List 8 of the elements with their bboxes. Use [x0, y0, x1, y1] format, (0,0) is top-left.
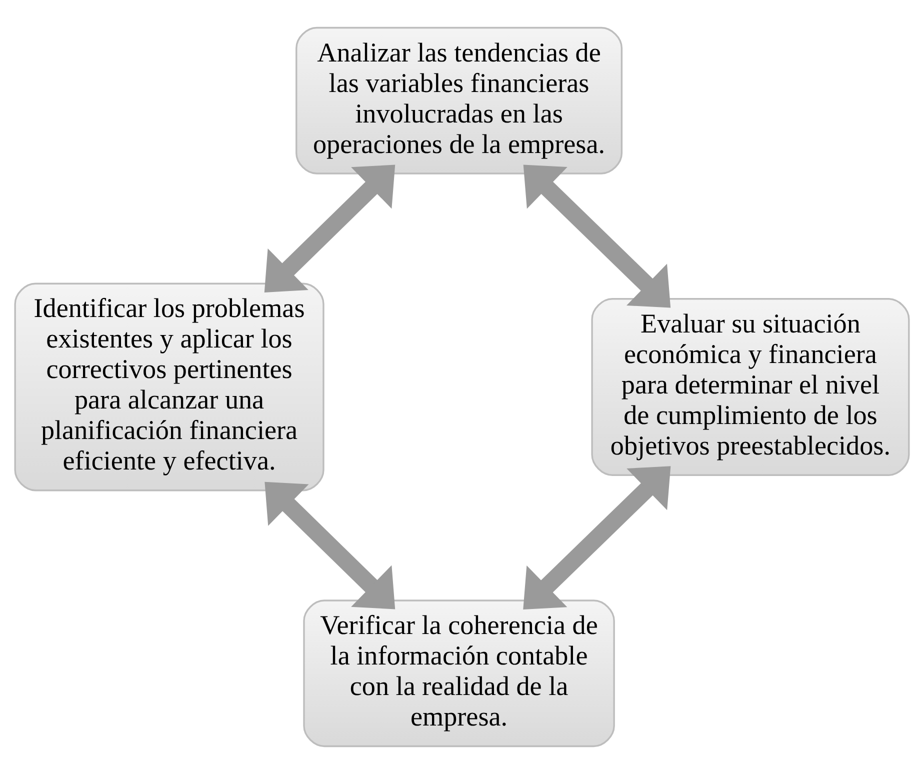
node-box: Verificar la coherencia de la información contable con la realidad de la empresa. [303, 599, 615, 747]
arrow [264, 481, 396, 609]
arrow [523, 466, 671, 609]
node-box: Identificar los problemas existentes y aplicar los correctivos pertinentes para alcanzar una planificación financiera eficiente y efectiva. [14, 282, 324, 491]
node-box: Evaluar su situación económica y financiera para determinar el nivel de cumplimiento de los objetivos preestablecidos. [591, 298, 910, 476]
arrow [523, 164, 671, 308]
node-box: Analizar las tendencias de las variables financieras involucradas en las operaciones de la empresa. [296, 26, 623, 174]
arrow [264, 164, 396, 292]
